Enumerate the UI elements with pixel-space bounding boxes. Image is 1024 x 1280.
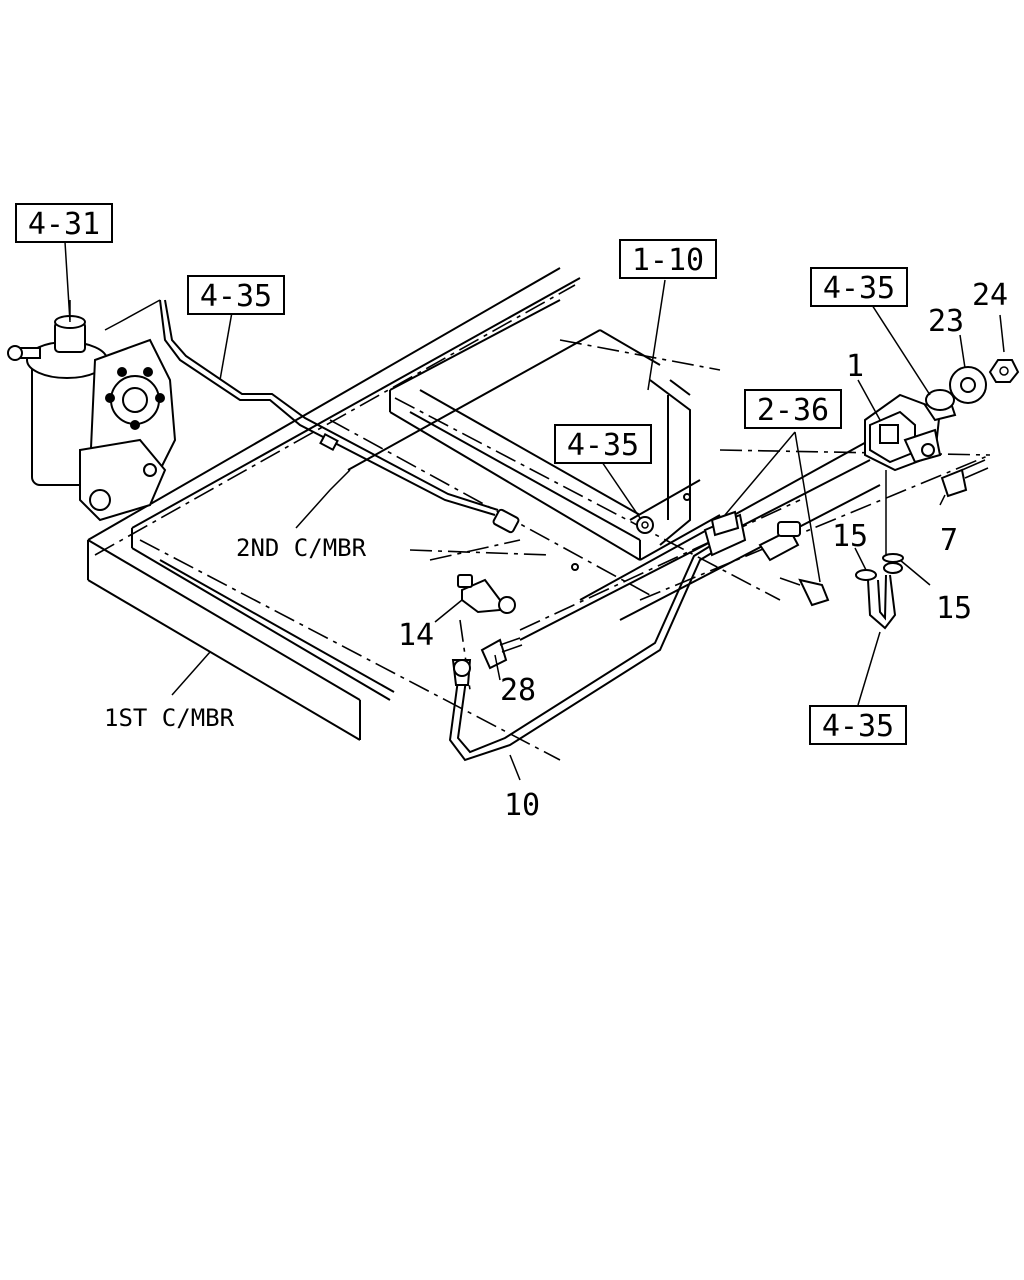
callout-text: 1-10 — [632, 243, 704, 278]
connector-14-bolt-28 — [457, 574, 523, 670]
callout-text: 4-35 — [823, 271, 895, 306]
steering-gear-assembly — [7, 299, 177, 522]
part-number-28: 28 — [500, 673, 536, 708]
callout-4-35-hose: 4-35 — [809, 705, 907, 745]
callout-4-31: 4-31 — [15, 203, 113, 243]
callout-4-35-pump: 4-35 — [810, 267, 908, 307]
callout-1-10: 1-10 — [619, 239, 717, 279]
part-number-23: 23 — [928, 304, 964, 339]
part-number-14: 14 — [398, 618, 434, 653]
callout-text: 4-35 — [200, 279, 272, 314]
leader-lines — [64, 241, 1005, 781]
part-number-7: 7 — [940, 523, 958, 558]
part-number-15-right: 15 — [936, 591, 972, 626]
oil-pump-assembly — [864, 359, 1020, 498]
part-number-1: 1 — [846, 349, 864, 384]
callout-4-35-nut: 4-35 — [554, 424, 652, 464]
note-second-cross-member: 2ND C/MBR — [236, 534, 367, 562]
callout-text: 4-35 — [822, 709, 894, 744]
callout-text: 2-36 — [757, 393, 829, 428]
part-number-10: 10 — [504, 788, 540, 823]
mounting-hardware — [571, 493, 830, 607]
part-number-15-left: 15 — [832, 519, 868, 554]
callout-text: 4-31 — [28, 207, 100, 242]
pressure-pipe — [159, 299, 520, 534]
callout-4-35-pipe: 4-35 — [187, 275, 285, 315]
part-number-24: 24 — [972, 278, 1008, 313]
chassis-frame — [87, 267, 991, 761]
callout-text: 4-35 — [567, 428, 639, 463]
callout-2-36: 2-36 — [744, 389, 842, 429]
note-first-cross-member: 1ST C/MBR — [104, 704, 235, 732]
suction-hose — [855, 553, 904, 630]
